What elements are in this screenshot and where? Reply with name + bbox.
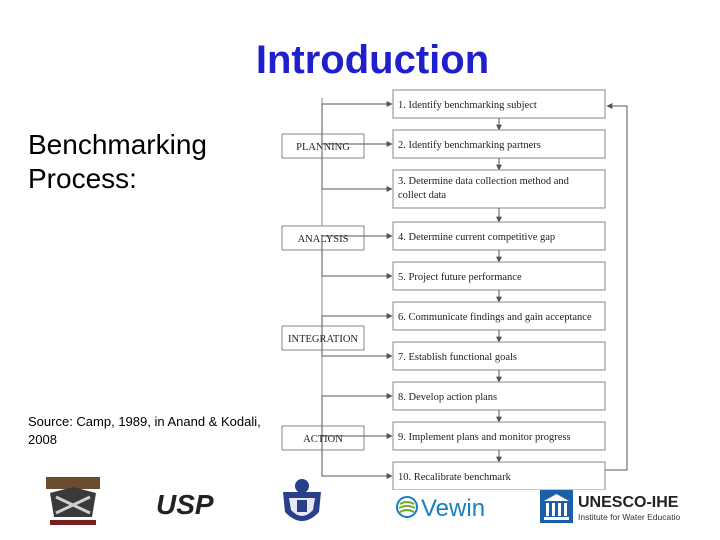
phase-label: PLANNING bbox=[296, 142, 350, 153]
phase-box bbox=[281, 133, 365, 159]
process-step-3: 3. Determine data collection method and c… bbox=[392, 169, 606, 223]
process-step-1: 1. Identify benchmarking subject bbox=[392, 89, 606, 131]
process-step-9: 9. Implement plans and monitor progress bbox=[392, 421, 606, 463]
vewin-logo: Vewin bbox=[396, 492, 492, 527]
process-step-6: 6. Communicate findings and gain accepta… bbox=[392, 301, 606, 343]
step-box bbox=[392, 381, 606, 411]
feedback-loop-arrow bbox=[605, 103, 628, 471]
step-label: 5. Project future performance bbox=[398, 272, 522, 283]
phase-box bbox=[281, 225, 365, 251]
process-step-8: 8. Develop action plans bbox=[392, 381, 606, 423]
phase-box bbox=[281, 425, 365, 451]
vewin-logo-text: Vewin bbox=[421, 495, 485, 522]
lead-text: Benchmarking Process: bbox=[28, 129, 207, 194]
process-step-5: 5. Project future performance bbox=[392, 261, 606, 303]
phase-to-step-arrow bbox=[321, 146, 393, 192]
step-label: 3. Determine data collection method and bbox=[398, 176, 570, 187]
unesco-ihe-logo: UNESCO-IHE Institute for Water Education bbox=[540, 490, 685, 529]
phase-label: ACTION bbox=[303, 434, 343, 445]
step-label: collect data bbox=[398, 190, 446, 201]
phase-to-step-arrow bbox=[321, 101, 393, 146]
source-citation: Source: Camp, 1989, in Anand & Kodali, 2… bbox=[28, 414, 261, 447]
step-box bbox=[392, 169, 606, 209]
usp-logo-text: USP bbox=[156, 490, 214, 518]
phase-to-step-arrow bbox=[321, 238, 393, 279]
unesco-temple-icon bbox=[540, 490, 573, 523]
phase-to-step-arrow bbox=[321, 141, 393, 147]
step-label: 1. Identify benchmarking subject bbox=[398, 100, 537, 111]
step-label: 9. Implement plans and monitor progress bbox=[398, 432, 571, 443]
phase-group: PLANNING ANALYSIS INTEGRATION ACTION bbox=[281, 101, 393, 479]
phase-to-step-arrow bbox=[321, 438, 393, 479]
phase-planning: PLANNING bbox=[281, 101, 393, 192]
institute-logo bbox=[42, 473, 104, 534]
step-label: 7. Establish functional goals bbox=[398, 352, 517, 363]
step-label: 4. Determine current competitive gap bbox=[398, 232, 555, 243]
unesco-ihe-logo-text: UNESCO-IHE bbox=[578, 494, 679, 511]
phase-integration: INTEGRATION bbox=[281, 313, 393, 359]
phase-analysis: ANALYSIS bbox=[281, 225, 393, 279]
unesco-ihe-subtitle: Institute for Water Education bbox=[578, 512, 680, 522]
step-box bbox=[392, 461, 606, 490]
phase-to-step-arrow bbox=[321, 393, 393, 438]
benchmarking-process-diagram: PLANNING ANALYSIS INTEGRATION ACTION 1. Ide… bbox=[281, 89, 628, 490]
step-label: 8. Develop action plans bbox=[398, 392, 497, 403]
slide-title: Introduction bbox=[255, 38, 490, 82]
institute-emblem-icon bbox=[46, 477, 100, 525]
phase-box bbox=[281, 325, 365, 351]
step-label: 2. Identify benchmarking partners bbox=[398, 140, 541, 151]
step-box bbox=[392, 221, 606, 251]
university-logo bbox=[277, 474, 327, 537]
phase-to-step-arrow bbox=[321, 233, 393, 239]
process-step-2: 2. Identify benchmarking partners bbox=[392, 129, 606, 171]
usp-logo: USP bbox=[156, 489, 218, 523]
phase-to-step-arrow bbox=[321, 433, 393, 439]
phase-label: ANALYSIS bbox=[298, 234, 349, 245]
phase-to-step-arrow bbox=[321, 338, 393, 359]
step-box bbox=[392, 261, 606, 291]
step-box bbox=[392, 421, 606, 451]
process-step-4: 4. Determine current competitive gap bbox=[392, 221, 606, 263]
phase-to-step-arrow bbox=[321, 313, 393, 338]
vewin-globe-icon bbox=[396, 496, 418, 518]
phase-label: INTEGRATION bbox=[288, 334, 358, 345]
step-label: 10. Recalibrate benchmark bbox=[398, 472, 512, 483]
university-crest-icon bbox=[283, 479, 321, 521]
process-step-10: 10. Recalibrate benchmark bbox=[392, 461, 606, 490]
step-label: 6. Communicate findings and gain accepta… bbox=[398, 312, 592, 323]
phase-action: ACTION bbox=[281, 393, 393, 479]
step-group: 1. Identify benchmarking subject 2. Ident… bbox=[392, 89, 606, 490]
process-step-7: 7. Establish functional goals bbox=[392, 341, 606, 383]
step-box bbox=[392, 341, 606, 371]
